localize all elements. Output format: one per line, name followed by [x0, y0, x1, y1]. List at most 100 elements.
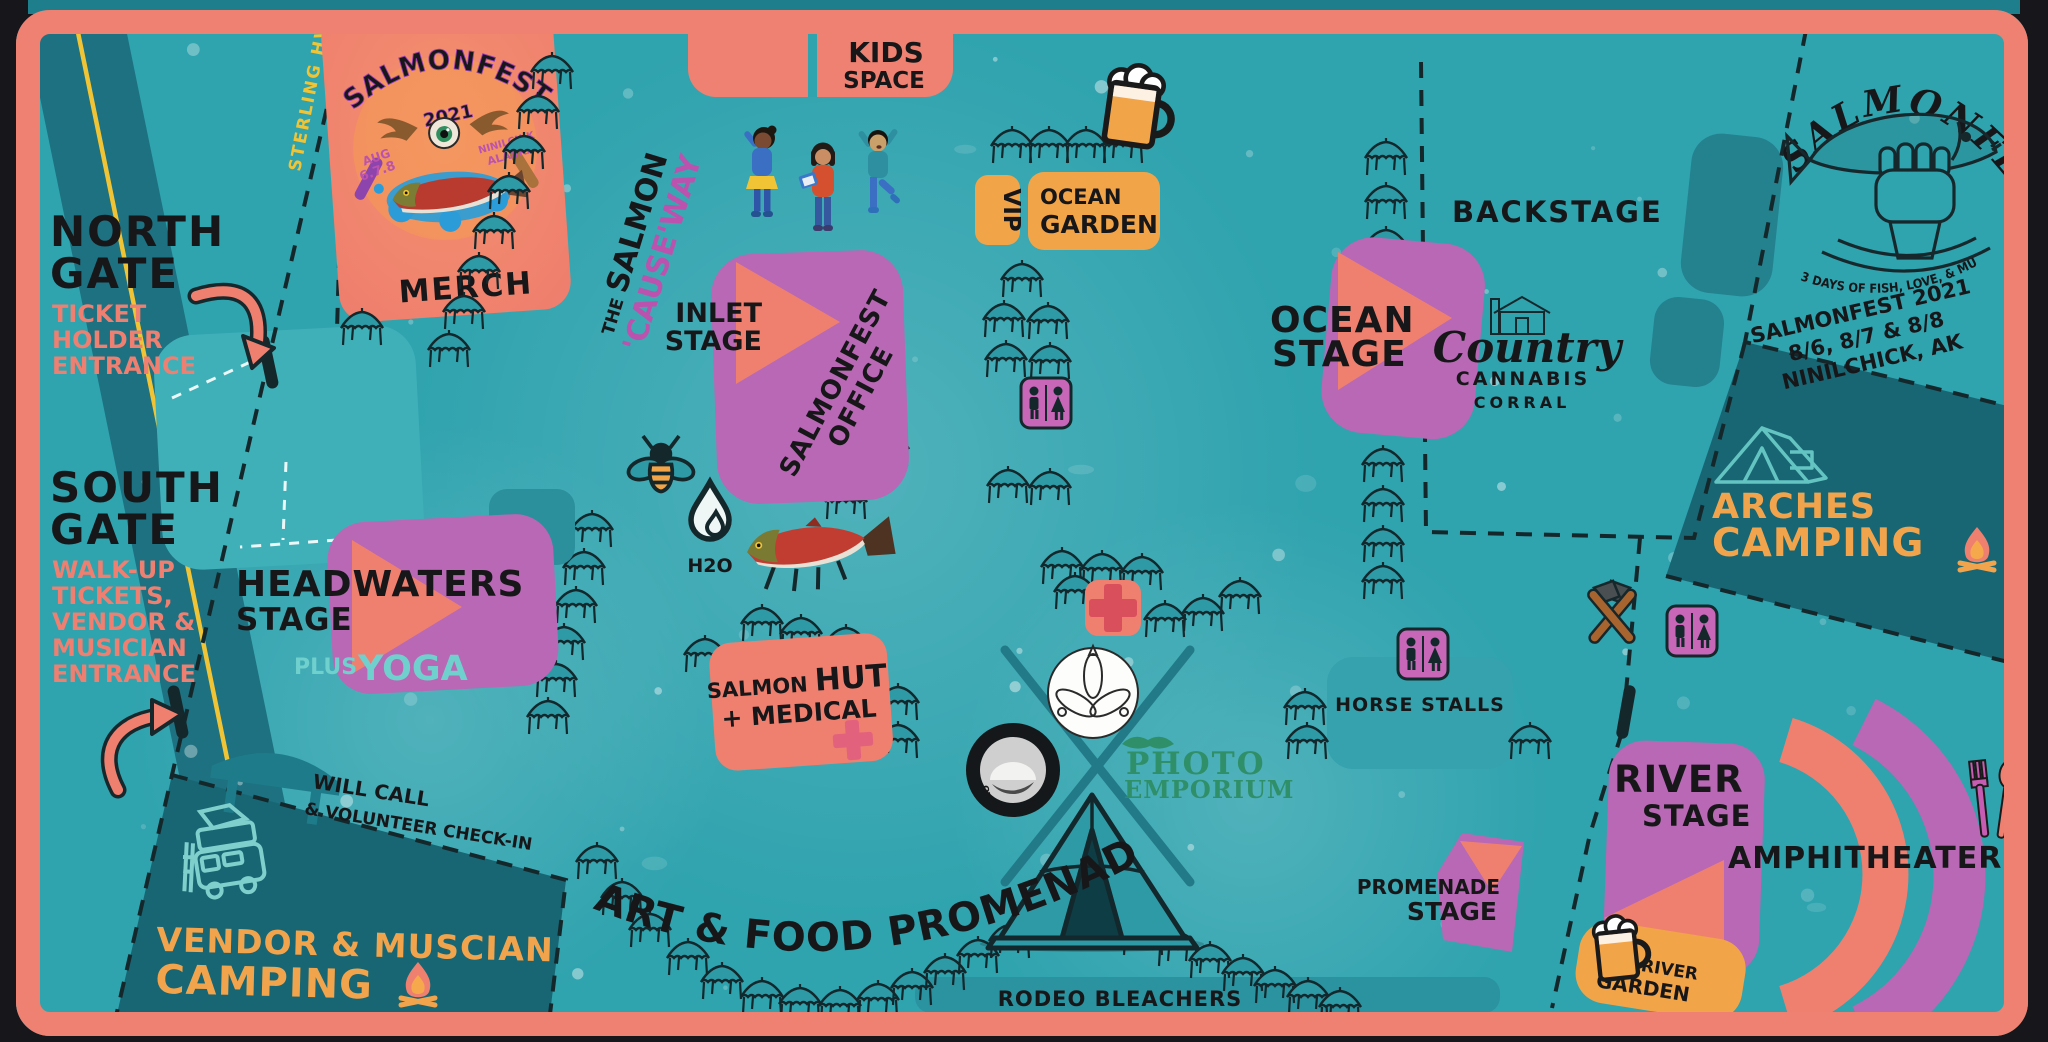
south-gate: SOUTH GATE WALK-UP TICKETS, VENDOR & MUS…	[50, 463, 224, 799]
south-gate-label: SOUTH	[50, 463, 224, 512]
amphitheater-arc-outer	[1852, 698, 1986, 1036]
svg-text:CANNABIS: CANNABIS	[1456, 368, 1590, 390]
promenade-stage: PROMENADE STAGE	[1357, 833, 1524, 952]
guitar-right-icon	[509, 148, 539, 189]
inlet-stage-label: INLET	[675, 298, 762, 329]
fish-circle-logo	[1047, 643, 1139, 739]
inlet-stage-marker	[736, 262, 840, 384]
vip-ocean-garden: VIP OCEAN GARDEN	[975, 61, 1178, 250]
rodeo-bleachers-label: RODEO BLEACHERS	[998, 987, 1243, 1011]
river-stage-label: RIVER	[1614, 758, 1744, 801]
restroom-icon	[1019, 376, 1073, 430]
wing-left-icon	[377, 118, 418, 141]
svg-text:YOGA: YOGA	[357, 649, 468, 689]
vip-label: VIP	[998, 188, 1024, 231]
svg-text:ENTRANCE: ENTRANCE	[52, 352, 196, 380]
svg-text:GARDEN: GARDEN	[1040, 210, 1158, 239]
bee-icon	[626, 434, 696, 494]
north-gate: NORTH GATE TICKET HOLDER ENTRANCE	[50, 207, 276, 380]
ocean-stage: OCEAN STAGE	[1270, 237, 1485, 440]
salmon-hut-medical: SALMON HUT + MEDICAL	[706, 633, 893, 771]
svg-text:WALK-UP: WALK-UP	[52, 556, 175, 584]
tent-line-icon	[1714, 426, 1828, 484]
gate-marker	[1616, 685, 1636, 739]
map-canvas: STERLING HWY	[16, 10, 2028, 1036]
guitar-left-icon	[354, 157, 383, 200]
svg-text:CAMPING: CAMPING	[1712, 521, 1924, 566]
amphitheater-label: AMPHITHEATER	[1728, 841, 2002, 876]
country-cannabis-logo: Country CANNABIS CORRAL	[1433, 295, 1624, 412]
backstage-area-shape	[1680, 133, 1784, 297]
svg-text:CAMPING: CAMPING	[155, 957, 374, 1009]
svg-text:HOLDER: HOLDER	[52, 326, 163, 354]
restroom-icon	[1396, 627, 1450, 681]
arches-camping: ARCHES CAMPING	[1712, 426, 1924, 566]
country-label: Country	[1433, 323, 1624, 372]
horse-stalls-label: HORSE STALLS	[1335, 694, 1505, 716]
svg-text:STAGE: STAGE	[1272, 334, 1407, 375]
ocean-stage-marker	[1338, 252, 1452, 390]
svg-text:CORRAL: CORRAL	[1474, 393, 1571, 412]
photo-emporium-label: PHOTO	[1126, 746, 1266, 782]
hand-salmon-icon	[1785, 112, 2002, 273]
moustache-icon	[1122, 736, 1174, 749]
yoga-label: PLUS	[294, 655, 357, 680]
medical-cross-icon	[832, 719, 874, 761]
svg-text:GATE: GATE	[50, 249, 179, 298]
svg-text:EMPORIUM: EMPORIUM	[1124, 775, 1294, 804]
wing-right-icon	[469, 110, 509, 136]
headwaters-label: HEADWATERS	[236, 564, 524, 605]
horse-stalls-shape	[1327, 657, 1513, 769]
backstage-label: BACKSTAGE	[1452, 195, 1663, 229]
photo-emporium: PHOTO EMPORIUM	[1122, 736, 1294, 804]
map-area: STERLING HWY	[16, 10, 2028, 1036]
ocean-garden-box	[1028, 172, 1160, 250]
barn-icon	[1490, 295, 1551, 335]
vip-box	[975, 175, 1020, 245]
svg-text:TICKET: TICKET	[52, 300, 147, 328]
svg-text:MUSICIAN: MUSICIAN	[52, 634, 187, 662]
water-station: H2O	[687, 476, 733, 577]
medical-cross-icon	[1085, 580, 1141, 636]
promenade-stage-label: PROMENADE	[1357, 875, 1500, 899]
south-gate-arrow-icon	[100, 698, 184, 799]
kids-space-label: KIDS	[848, 36, 924, 69]
restroom-icon	[1665, 604, 1719, 658]
will-call-awning-icon	[210, 752, 341, 825]
vendor-camping-label: VENDOR & MUSCIAN CAMPING	[155, 920, 554, 1009]
svg-text:STAGE: STAGE	[665, 326, 762, 357]
poster-salmon-icon	[392, 169, 528, 214]
arches-camping-label: ARCHES	[1712, 487, 1876, 527]
svg-text:GATE: GATE	[50, 505, 179, 554]
arches-camping-region	[1666, 342, 2028, 667]
svg-text:VENDOR &: VENDOR &	[52, 608, 195, 636]
h2o-label: H2O	[687, 555, 732, 577]
kids-illustration	[744, 125, 900, 231]
svg-text:STAGE: STAGE	[1407, 897, 1497, 926]
merch-area: SALMONFEST 2021	[321, 10, 571, 322]
amphitheater-arc-inner	[1778, 717, 1909, 1031]
svg-text:TICKETS,: TICKETS,	[52, 582, 173, 610]
river-stage-amphitheater: RIVER STAGE AMPHITHEATER	[1603, 698, 2021, 1036]
headwaters-stage: HEADWATERS STAGE PLUS YOGA	[236, 489, 575, 694]
svg-text:STAGE: STAGE	[236, 602, 353, 638]
promenade-stage-marker	[1460, 841, 1522, 892]
salmon-fish-icon	[747, 516, 896, 592]
big-tent-icon	[980, 792, 1204, 952]
yoga-area	[154, 325, 424, 570]
ocean-stage-label: OCEAN	[1270, 300, 1415, 341]
backstage-area-shape2	[1649, 296, 1725, 388]
headwaters-stage-marker	[352, 540, 462, 674]
inlet-stage-office: INLET STAGE SALMONFEST OFFICE	[665, 250, 909, 504]
ocean-garden-label: OCEAN	[1040, 185, 1121, 209]
kids-space: KIDS SPACE	[688, 10, 953, 97]
svg-text:ENTRANCE: ENTRANCE	[52, 660, 196, 688]
camper-van-icon	[182, 802, 267, 900]
vendor-camping-region	[117, 775, 566, 1014]
svg-text:SPACE: SPACE	[843, 68, 925, 94]
north-gate-arrow-icon	[187, 282, 276, 370]
north-gate-label: NORTH	[50, 207, 225, 256]
svg-text:STAGE: STAGE	[1642, 799, 1751, 833]
crossed-axes-icon	[1587, 579, 1637, 644]
